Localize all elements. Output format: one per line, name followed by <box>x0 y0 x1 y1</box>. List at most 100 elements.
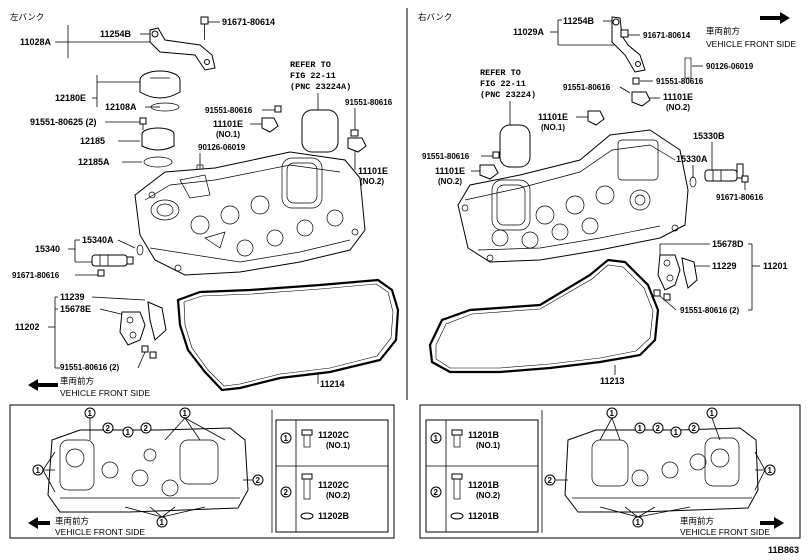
svg-text:1: 1 <box>610 409 615 418</box>
right-refer-line-3: (PNC 23224) <box>480 90 536 100</box>
right-detail-front-arrow-icon <box>760 517 784 529</box>
label-91671-80614-left: 91671-80614 <box>222 17 275 27</box>
right-detail-callouts: 1 1 2 1 2 1 1 2 1 <box>544 407 776 528</box>
legend-left-1-part: 11202C <box>318 430 350 440</box>
washer-11201b-icon <box>450 512 464 520</box>
left-detail-box <box>9 404 395 539</box>
svg-text:2: 2 <box>106 424 111 433</box>
label-15678e: 15678E <box>60 304 91 314</box>
oil-filler-cap <box>139 70 181 99</box>
right-front-jp-top: 車両前方 <box>706 26 740 37</box>
label-11101e-left-no1: 11101E <box>213 119 243 129</box>
bolt-91551-80616-right-b <box>632 77 640 85</box>
label-left-no1: (NO.1) <box>216 130 240 139</box>
bolt-91551-80616-left-a <box>274 105 282 113</box>
bolt-91551-80616-right-c <box>492 151 500 159</box>
left-bank-label: 左バンク <box>10 12 44 23</box>
bracket-11202 <box>119 301 167 346</box>
svg-text:1: 1 <box>434 434 439 443</box>
svg-text:1: 1 <box>160 518 165 527</box>
svg-text:2: 2 <box>144 424 149 433</box>
label-11201: 11201 <box>763 261 788 271</box>
label-11254b-left: 11254B <box>100 29 132 39</box>
label-11213: 11213 <box>600 376 625 386</box>
legend-left-2-part: 11202C <box>318 480 350 490</box>
oil-seal-11101e-right-b <box>479 164 499 180</box>
right-detail-box <box>419 404 801 539</box>
label-91671-80616-right: 91671-80616 <box>716 193 764 202</box>
bolt-91671-80616-left <box>97 269 105 277</box>
label-11254b-right: 11254B <box>563 16 595 26</box>
label-15678d: 15678D <box>712 239 744 249</box>
label-11101e-right-no1: 11101E <box>538 112 568 122</box>
bolt-11201b-no2-icon <box>451 473 463 500</box>
label-91551-80616-left-b: 91551-80616 <box>345 98 393 107</box>
svg-text:1: 1 <box>88 409 93 418</box>
label-12185: 12185 <box>80 136 105 146</box>
label-11202: 11202 <box>15 322 40 332</box>
label-left-no2: (NO.2) <box>360 177 384 186</box>
bolt-91671-80614-left <box>200 16 209 40</box>
label-91551-80616-2-right: 91551-80616 (2) <box>680 306 739 315</box>
right-detail-front-jp: 車両前方 <box>680 516 714 527</box>
bolts-91551-80616-2-right <box>653 289 671 301</box>
svg-text:2: 2 <box>692 424 697 433</box>
right-front-arrow-icon <box>760 12 790 24</box>
right-detail-cover-outline <box>564 427 759 513</box>
gasket-11214 <box>176 278 400 392</box>
label-90126-06019-right: 90126-06019 <box>706 62 754 71</box>
label-11101e-right-no2: 11101E <box>663 92 693 102</box>
svg-text:2: 2 <box>256 476 261 485</box>
right-refer-line-2: FIG 22-11 <box>480 79 526 89</box>
left-detail-front-en: VEHICLE FRONT SIDE <box>55 527 145 537</box>
svg-text:1: 1 <box>36 466 41 475</box>
bolt-11202c-no2-icon <box>301 473 313 500</box>
left-front-en: VEHICLE FRONT SIDE <box>60 388 150 398</box>
label-right-no1: (NO.1) <box>541 123 565 132</box>
svg-text:2: 2 <box>548 476 553 485</box>
label-90126-06019-left: 90126-06019 <box>198 143 246 152</box>
label-91551-80625: 91551-80625 (2) <box>30 117 97 127</box>
label-12108a: 12108A <box>105 102 137 112</box>
legend-right-3-part: 11201B <box>468 511 500 521</box>
label-11101e-left-no2: 11101E <box>358 166 388 176</box>
label-11101e-right-b: 11101E <box>435 166 465 176</box>
bolt-91551-80625 <box>139 117 147 130</box>
svg-text:1: 1 <box>768 466 773 475</box>
bolt-11201b-no1-icon <box>451 429 463 448</box>
oil-cap-gasket <box>150 102 180 112</box>
svg-text:1: 1 <box>674 428 679 437</box>
label-11029a: 11029A <box>513 27 545 37</box>
oil-filler-neck <box>141 127 175 151</box>
label-right-no2b: (NO.2) <box>438 177 462 186</box>
legend-left-3-part: 11202B <box>318 511 350 521</box>
label-12185a: 12185A <box>78 157 110 167</box>
left-refer-line-3: (PNC 23224A) <box>290 82 351 92</box>
label-91551-80616-right-a: 91551-80616 <box>563 83 611 92</box>
bracket-11028a <box>149 27 216 71</box>
figure-code: 11B863 <box>768 545 799 555</box>
label-11028a: 11028A <box>20 37 52 47</box>
label-12180e: 12180E <box>55 93 86 103</box>
label-15330a: 15330A <box>676 154 708 164</box>
oil-control-valve-15330b <box>704 163 744 182</box>
svg-text:1: 1 <box>636 518 641 527</box>
o-ring-15330a <box>689 176 697 188</box>
oil-seal-11101e-right-no1 <box>587 110 605 126</box>
left-legend: 1 2 11202C (NO.1) 11202C (NO.2) 11202B <box>275 419 389 533</box>
filler-neck-gasket <box>143 156 173 168</box>
svg-text:1: 1 <box>183 409 188 418</box>
bolt-11202c-no1-icon <box>301 429 313 448</box>
left-cylinder-head-cover <box>134 151 366 276</box>
label-91671-80616-left: 91671-80616 <box>12 271 60 280</box>
right-legend: 1 2 11201B (NO.1) 11201B (NO.2) 11201B <box>425 419 539 533</box>
legend-right-2-sub: (NO.2) <box>476 491 500 500</box>
label-15330b: 15330B <box>693 131 725 141</box>
legend-left-1-sub: (NO.1) <box>326 441 350 450</box>
stud-90126-06019-right <box>684 57 692 79</box>
label-15340: 15340 <box>35 244 60 254</box>
oil-seal-11101e-left-no2 <box>347 137 367 153</box>
right-cylinder-head-cover <box>457 129 689 263</box>
left-detail-cover-outline <box>47 427 249 513</box>
